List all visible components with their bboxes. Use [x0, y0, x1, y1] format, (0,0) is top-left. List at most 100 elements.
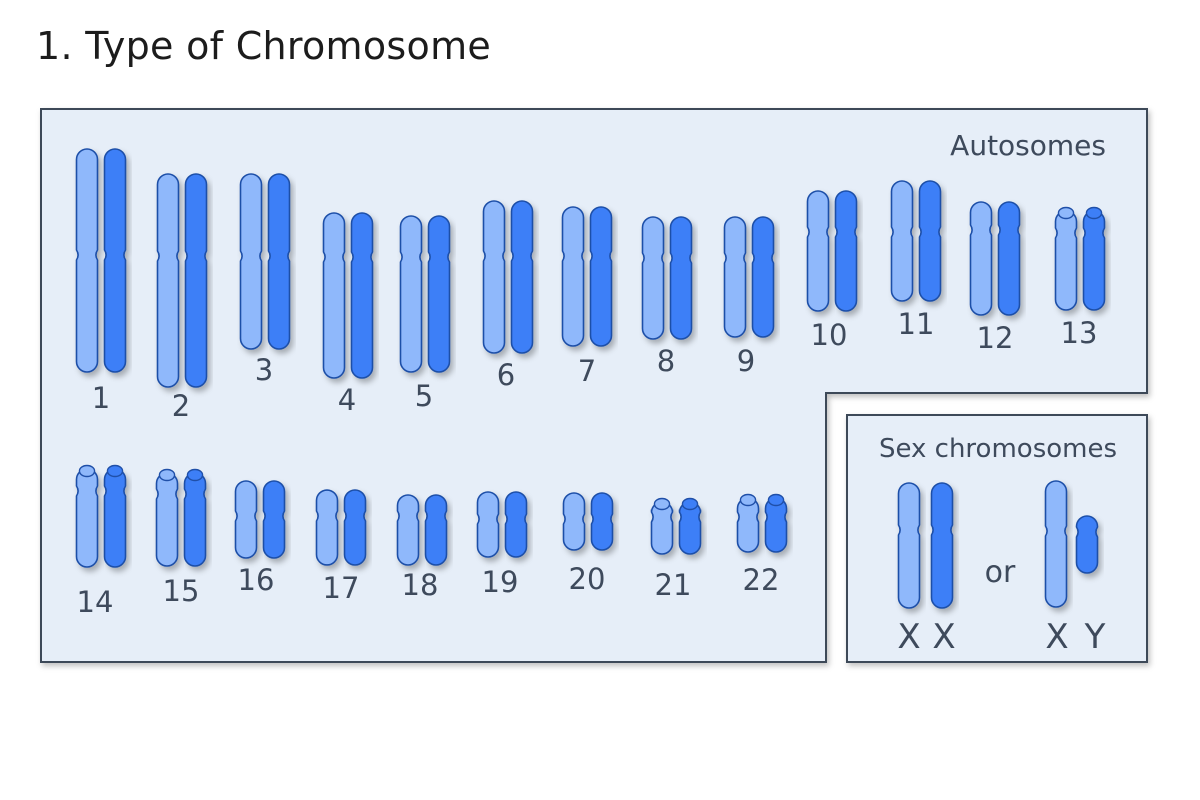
sex-label-male-1: X — [1045, 617, 1068, 657]
chromosome-pair-12-chromatid-left — [969, 201, 993, 316]
chromosome-pair-7-chromatid-right — [589, 206, 613, 347]
chromosome-label-7: 7 — [578, 354, 596, 388]
chromosome-pair-7 — [561, 206, 613, 347]
chromosome-pair-10-chromatid-right — [834, 190, 858, 312]
chromosome-label-17: 17 — [323, 571, 360, 605]
x-chromosome — [1044, 480, 1068, 608]
chromosome-label-22: 22 — [743, 563, 780, 597]
chromosome-pair-10-chromatid-left — [806, 190, 830, 312]
chromosome-pair-14 — [75, 464, 127, 568]
chromosome-pair-21 — [650, 497, 702, 555]
chromosome-pair-1 — [75, 148, 127, 373]
chromosome-pair-10 — [806, 190, 858, 312]
chromosome-pair-6-chromatid-left — [482, 200, 506, 354]
chromosome-pair-14-chromatid-right — [103, 468, 127, 568]
chromosome-pair-21-satellite-right — [681, 497, 699, 511]
y-chromosome — [1075, 515, 1099, 574]
chromosome-pair-5 — [399, 215, 451, 373]
chromosome-pair-19 — [476, 491, 528, 558]
page-title: 1. Type of Chromosome — [36, 24, 492, 68]
chromosome-pair-17 — [315, 489, 367, 566]
chromosome-pair-15-satellite-right — [186, 468, 204, 482]
chromosome-pair-8-chromatid-right — [669, 216, 693, 340]
chromosome-pair-13 — [1054, 206, 1106, 311]
chromosome-pair-13-satellite-left — [1057, 206, 1075, 220]
chromosome-label-21: 21 — [655, 568, 692, 602]
chromosome-pair-11-chromatid-right — [918, 180, 942, 302]
chromosome-pair-4 — [322, 212, 374, 379]
sex-pair-xy — [1044, 480, 1099, 608]
chromosome-pair-14-satellite-left — [78, 464, 96, 478]
chromosome-pair-17-chromatid-right — [343, 489, 367, 566]
chromosome-pair-3 — [239, 173, 291, 350]
chromosome-pair-22 — [736, 493, 788, 553]
chromosome-label-11: 11 — [898, 307, 935, 341]
chromosome-pair-4-chromatid-right — [350, 212, 374, 379]
chromosome-pair-12-chromatid-right — [997, 201, 1021, 316]
chromosome-pair-17-chromatid-left — [315, 489, 339, 566]
chromosome-pair-22-satellite-right — [767, 493, 785, 507]
chromosome-pair-13-chromatid-left — [1054, 210, 1078, 311]
chromosome-pair-21-satellite-left — [653, 497, 671, 511]
chromosome-pair-18-chromatid-left — [396, 494, 420, 566]
chromosome-pair-12 — [969, 201, 1021, 316]
chromosome-pair-3-chromatid-right — [267, 173, 291, 350]
chromosome-pair-11-chromatid-left — [890, 180, 914, 302]
chromosome-label-12: 12 — [977, 321, 1014, 355]
chromosome-label-20: 20 — [569, 562, 606, 596]
sex-pair-xx-chromatid-right — [930, 482, 954, 609]
sex-pair-xx-chromatid-left — [897, 482, 921, 609]
sex-label-female-2: X — [932, 617, 955, 657]
sex-chromosomes-heading: Sex chromosomes — [879, 434, 1117, 464]
sex-pair-xx — [897, 482, 954, 609]
chromosome-pair-4-chromatid-left — [322, 212, 346, 379]
chromosome-pair-9-chromatid-left — [723, 216, 747, 338]
chromosome-pair-15-chromatid-right — [183, 472, 207, 567]
chromosome-label-9: 9 — [737, 344, 755, 378]
chromosome-pair-20-chromatid-right — [590, 492, 614, 551]
chromosome-pair-6 — [482, 200, 534, 354]
chromosome-pair-19-chromatid-right — [504, 491, 528, 558]
chromosome-label-13: 13 — [1061, 316, 1098, 350]
chromosome-pair-13-satellite-right — [1085, 206, 1103, 220]
autosomes-heading: Autosomes — [950, 129, 1106, 162]
chromosome-pair-15-satellite-left — [158, 468, 176, 482]
chromosome-label-4: 4 — [338, 383, 356, 417]
chromosome-pair-7-chromatid-left — [561, 206, 585, 347]
chromosome-pair-14-satellite-right — [106, 464, 124, 478]
chromosome-pair-8-chromatid-left — [641, 216, 665, 340]
chromosome-label-8: 8 — [657, 344, 675, 378]
chromosome-pair-9 — [723, 216, 775, 338]
chromosome-pair-19-chromatid-left — [476, 491, 500, 558]
chromosome-label-16: 16 — [238, 563, 275, 597]
chromosome-pair-16 — [234, 480, 286, 559]
sex-label-male-2: Y — [1084, 617, 1106, 657]
chromosome-label-5: 5 — [415, 379, 433, 413]
chromosome-pair-16-chromatid-left — [234, 480, 258, 559]
chromosome-pair-16-chromatid-right — [262, 480, 286, 559]
sex-label-female-1: X — [897, 617, 920, 657]
chromosome-label-14: 14 — [77, 585, 114, 619]
chromosome-pair-13-chromatid-right — [1082, 210, 1106, 311]
chromosome-pair-20-chromatid-left — [562, 492, 586, 551]
chromosome-label-6: 6 — [497, 358, 515, 392]
chromosome-pair-2-chromatid-left — [156, 173, 180, 388]
chromosome-pair-9-chromatid-right — [751, 216, 775, 338]
chromosome-pair-11 — [890, 180, 942, 302]
chromosome-pair-8 — [641, 216, 693, 340]
chromosome-label-1: 1 — [92, 381, 110, 415]
or-separator: or — [985, 555, 1016, 590]
chromosome-pair-20 — [562, 492, 614, 551]
chromosome-pair-15 — [155, 468, 207, 567]
chromosome-pair-18-chromatid-right — [424, 494, 448, 566]
chromosome-label-19: 19 — [482, 565, 519, 599]
chromosome-pair-1-chromatid-left — [75, 148, 99, 373]
chromosome-pair-1-chromatid-right — [103, 148, 127, 373]
chromosome-label-10: 10 — [811, 318, 848, 352]
chromosome-pair-14-chromatid-left — [75, 468, 99, 568]
chromosome-label-18: 18 — [402, 568, 439, 602]
chromosome-pair-5-chromatid-right — [427, 215, 451, 373]
chromosome-label-15: 15 — [163, 574, 200, 608]
chromosome-pair-2-chromatid-right — [184, 173, 208, 388]
